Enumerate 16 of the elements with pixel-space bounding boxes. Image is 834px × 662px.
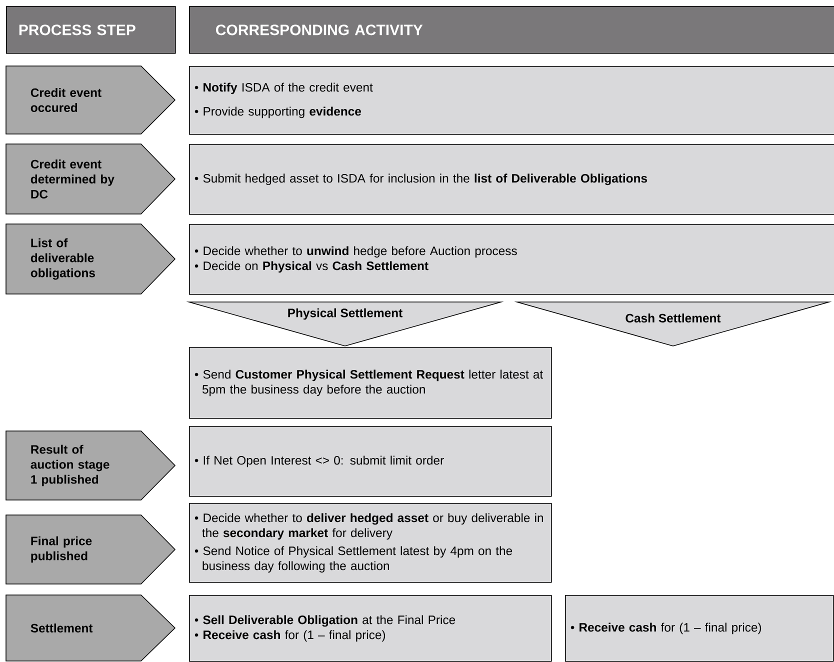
column-header: CORRESPONDING ACTIVITY	[189, 6, 834, 54]
pentagon-step-box: List of deliverable obligations	[6, 224, 176, 294]
activity-box: • If Net Open Interest <> 0: submit limit order	[189, 426, 552, 497]
pentagon-step-box: Credit event occured	[6, 66, 176, 134]
pentagon-step-box: Credit event determined by DC	[6, 144, 176, 214]
pentagon-step-box: Settlement	[6, 594, 176, 662]
activity-box: • Submit hedged asset to ISDA for inclusion in the list of Deliverable Obligations	[189, 144, 834, 215]
activity-box: • Receive cash for (1 – final price)	[565, 595, 834, 662]
pentagon-step-box: Final price published	[6, 514, 176, 584]
activity-box: • Sell Deliverable Obligation at the Final Price • Receive cash for (1 – final price)	[189, 595, 552, 662]
pentagon-step-box: Result of auction stage 1 published	[6, 430, 176, 500]
activity-box: • Send Customer Physical Settlement Request letter latest at 5pm the business day before the auction	[189, 347, 552, 419]
column-header: PROCESS STEP	[6, 6, 176, 54]
activity-box: • Notify ISDA of the credit event • Provide supporting evidence	[189, 66, 834, 135]
activity-box: • Decide whether to unwind hedge before Auction process • Decide on Physical vs Cash Settlement	[189, 224, 834, 295]
activity-box: • Decide whether to deliver hedged asset or buy deliverable in the secondary market for delivery • Send Notice of Physical Settlement latest by 4pm on the business day following the auction	[189, 503, 552, 583]
